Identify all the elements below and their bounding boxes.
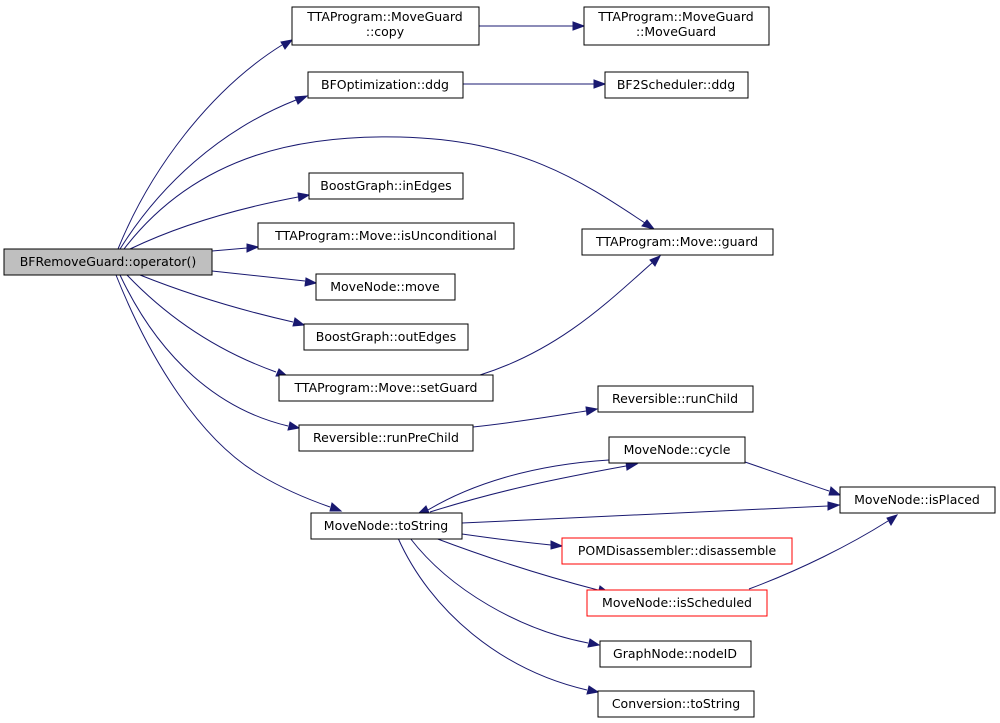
arrowhead-tostring (329, 502, 343, 512)
node-moveguard-ctor-label-line1: TTAProgram::MoveGuard (597, 9, 753, 24)
arrowhead-isunconditional (246, 243, 260, 253)
edge-tostring-to-nodeid (409, 537, 589, 644)
edge-root-to-tostring (115, 274, 331, 508)
edge-root-to-outedges (139, 274, 294, 323)
node-movenode-move[interactable]: MoveNode::move (315, 273, 456, 301)
node-outedges[interactable]: BoostGraph::outEdges (303, 323, 469, 351)
arrowhead-inedges (297, 192, 311, 202)
node-bf2-ddg-label: BF2Scheduler::ddg (617, 77, 735, 92)
edges (115, 21, 899, 695)
edge-tostring-to-disassemble (461, 533, 552, 546)
node-disassemble-label: POMDisassembler::disassemble (578, 543, 777, 558)
edge-tostring-to-isplaced (461, 505, 829, 524)
arrowhead-disassemble (550, 540, 564, 550)
arrowhead-moveguard-copy (280, 39, 294, 50)
node-bfopt-ddg-label: BFOptimization::ddg (321, 77, 449, 92)
node-tostring-label: MoveNode::toString (324, 518, 448, 533)
arrowhead-isplaced-cycle (828, 486, 842, 496)
edge-isscheduled-to-isplaced (748, 520, 889, 590)
arrowhead-isplaced-tostring (827, 501, 841, 511)
node-bfopt-ddg[interactable]: BFOptimization::ddg (307, 71, 464, 99)
node-runprechild-label: Reversible::runPreChild (313, 430, 459, 445)
edge-root-to-bfopt-ddg (119, 99, 297, 250)
arrowhead-outedges (292, 317, 306, 327)
edge-root-to-isunconditional (211, 247, 248, 252)
edge-tostring-to-conv-tostring (397, 537, 588, 691)
node-moveguard-copy[interactable]: TTAProgram::MoveGuard ::copy (291, 6, 480, 46)
arrowhead-runchild (585, 406, 599, 416)
arrowhead-runprechild (287, 421, 301, 431)
edge-setguard-to-move-guard (479, 262, 653, 376)
edge-root-to-moveguard-copy (117, 44, 283, 250)
arrowhead-isplaced-isscheduled (886, 514, 899, 526)
node-moveguard-ctor[interactable]: TTAProgram::MoveGuard ::MoveGuard (583, 6, 770, 46)
node-isunconditional[interactable]: TTAProgram::Move::isUnconditional (257, 222, 515, 250)
node-move-guard[interactable]: TTAProgram::Move::guard (581, 228, 774, 256)
arrowhead-conv-tostring (586, 685, 600, 695)
edge-root-to-setguard (126, 274, 277, 373)
node-outedges-label: BoostGraph::outEdges (316, 329, 457, 344)
arrowhead-bf2-ddg (593, 79, 607, 89)
node-cycle[interactable]: MoveNode::cycle (608, 436, 746, 464)
node-nodeid[interactable]: GraphNode::nodeID (599, 640, 752, 668)
node-conv-tostring[interactable]: Conversion::toString (597, 690, 755, 718)
arrowhead-nodeid (587, 638, 601, 648)
edge-root-to-movenode-move (211, 270, 306, 282)
edge-tostring-to-cycle (429, 465, 627, 513)
node-setguard-label: TTAProgram::Move::setGuard (294, 380, 478, 395)
edge-cycle-to-isplaced (744, 461, 830, 492)
node-disassemble[interactable]: POMDisassembler::disassemble (561, 537, 793, 565)
arrowhead-move-guard-bottom (649, 255, 662, 267)
node-bf2-ddg[interactable]: BF2Scheduler::ddg (604, 71, 749, 99)
edge-root-to-move-guard (123, 136, 646, 250)
node-cycle-label: MoveNode::cycle (624, 442, 731, 457)
node-root[interactable]: BFRemoveGuard::operator() (3, 248, 213, 276)
node-setguard[interactable]: TTAProgram::Move::setGuard (278, 374, 494, 402)
node-nodeid-label: GraphNode::nodeID (613, 646, 737, 661)
arrowhead-move-guard-top (641, 219, 656, 230)
node-isplaced-label: MoveNode::isPlaced (854, 492, 980, 507)
node-isscheduled-label: MoveNode::isScheduled (602, 595, 752, 610)
node-inedges-label: BoostGraph::inEdges (320, 178, 451, 193)
node-isunconditional-label: TTAProgram::Move::isUnconditional (274, 228, 497, 243)
node-runchild-label: Reversible::runChild (612, 391, 738, 406)
arrowhead-bfopt-ddg (294, 95, 309, 105)
edge-root-to-runprechild (119, 274, 289, 427)
node-moveguard-copy-label-line1: TTAProgram::MoveGuard (306, 9, 462, 24)
node-tostring[interactable]: MoveNode::toString (310, 512, 463, 540)
node-moveguard-ctor-label-line2: ::MoveGuard (636, 24, 716, 39)
node-conv-tostring-label: Conversion::toString (612, 696, 740, 711)
edge-runprechild-to-runchild (472, 410, 587, 428)
edge-cycle-to-tostring (427, 459, 610, 511)
node-inedges[interactable]: BoostGraph::inEdges (308, 172, 464, 200)
node-move-guard-label: TTAProgram::Move::guard (595, 234, 758, 249)
node-movenode-move-label: MoveNode::move (330, 279, 440, 294)
node-runprechild[interactable]: Reversible::runPreChild (298, 424, 474, 452)
node-isscheduled[interactable]: MoveNode::isScheduled (586, 589, 768, 617)
node-isplaced[interactable]: MoveNode::isPlaced (839, 486, 996, 514)
node-runchild[interactable]: Reversible::runChild (597, 385, 754, 413)
node-moveguard-copy-label-line2: ::copy (366, 24, 405, 39)
arrowhead-moveguard-ctor (572, 21, 586, 31)
node-root-label: BFRemoveGuard::operator() (20, 254, 197, 269)
edge-root-to-inedges (129, 196, 299, 250)
edge-tostring-to-isscheduled (434, 537, 599, 591)
arrowhead-movenode-move (304, 277, 318, 287)
